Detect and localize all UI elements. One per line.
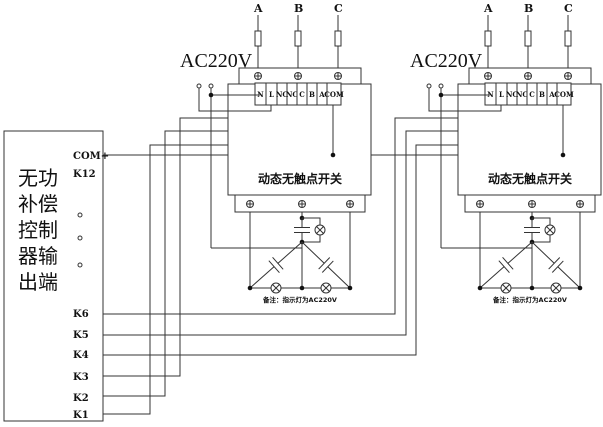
- n-wire: [198, 88, 272, 112]
- terminal-k3-label: K3: [73, 372, 89, 383]
- capacitor-icon: [524, 218, 540, 242]
- control-terminal-label: N: [257, 90, 264, 99]
- capacitor-icon: [531, 241, 581, 289]
- terminal-k1-label: K1: [73, 410, 89, 421]
- controller-box: [3, 130, 104, 422]
- indicator-lamp-icon: [270, 282, 282, 294]
- fuse-icon: [254, 30, 262, 47]
- ellipsis-dot: [77, 212, 83, 218]
- capacitor-icon: [249, 241, 303, 289]
- terminal-k2-label: K2: [73, 393, 89, 404]
- fuse-icon: [484, 30, 492, 47]
- terminal-screw-icon: [334, 72, 342, 80]
- fuse-icon: [334, 30, 342, 47]
- controller: 无功 补偿 控制 器输 出端 COM+ K12 K6 K5 K4 K3 K2 K…: [3, 130, 109, 422]
- ellipsis-dot: [77, 235, 83, 241]
- terminal-screw-icon: [576, 200, 584, 208]
- control-terminal-label: L: [269, 90, 274, 99]
- capacitor-icon: [479, 241, 533, 289]
- capacitor-icon: [294, 218, 310, 242]
- phase-label: B: [294, 2, 303, 15]
- controller-title-line-3: 控制: [18, 218, 58, 242]
- fuse-icon: [564, 30, 572, 47]
- phase-label: A: [253, 2, 263, 15]
- phase-label: A: [483, 2, 493, 15]
- capacitor-icon: [301, 241, 351, 289]
- indicator-lamp-icon: [320, 282, 332, 294]
- phase-label: C: [564, 2, 573, 15]
- control-terminal-cell: [326, 82, 342, 106]
- terminal-screw-icon: [254, 72, 262, 80]
- supply-terminal-n: [196, 83, 202, 89]
- n-wire: [428, 88, 502, 112]
- control-terminal-label: A: [318, 90, 325, 99]
- junction-dot: [330, 152, 336, 158]
- module-name: 动态无触点开关: [488, 171, 572, 186]
- terminal-k5-label: K5: [73, 330, 89, 341]
- supply-terminal-l: [208, 83, 214, 89]
- terminal-screw-icon: [484, 72, 492, 80]
- junction-dot: [247, 285, 253, 291]
- control-terminal-label: A: [548, 90, 555, 99]
- indicator-lamp-icon: [314, 224, 326, 236]
- module-note: 备注：指示灯为AC220V: [262, 295, 337, 304]
- junction-dot: [560, 152, 566, 158]
- ellipsis-dot: [77, 262, 83, 268]
- control-terminal-label: COM: [324, 90, 344, 99]
- control-terminal-label: B: [539, 90, 545, 99]
- control-terminal-label: NC: [286, 90, 298, 99]
- terminal-screw-icon: [346, 200, 354, 208]
- indicator-lamp-icon: [500, 282, 512, 294]
- junction-dot: [347, 285, 353, 291]
- module-note: 备注：指示灯为AC220V: [492, 295, 567, 304]
- terminal-k6-label: K6: [73, 309, 89, 320]
- junction-dot: [208, 92, 214, 98]
- indicator-lamp-icon: [544, 224, 556, 236]
- terminal-screw-icon: [294, 72, 302, 80]
- supply-terminal-l: [438, 83, 444, 89]
- module-name: 动态无触点开关: [258, 171, 342, 186]
- terminal-screw-icon: [476, 200, 484, 208]
- control-terminal-cell: [556, 82, 572, 106]
- fuse-icon: [294, 30, 302, 47]
- junction-dot: [529, 285, 535, 291]
- terminal-screw-icon: [524, 72, 532, 80]
- junction-dot: [299, 285, 305, 291]
- indicator-lamp-icon: [550, 282, 562, 294]
- terminal-com-label: COM+: [73, 151, 109, 162]
- supply-terminal-n: [426, 83, 432, 89]
- controller-title-line-2: 补偿: [18, 192, 58, 216]
- control-terminal-label: C: [529, 90, 535, 99]
- phase-label: C: [334, 2, 343, 15]
- control-terminal-label: NC: [516, 90, 528, 99]
- supply-voltage-label: AC220V: [180, 50, 253, 72]
- junction-dot: [438, 92, 444, 98]
- controller-title-line-1: 无功: [18, 166, 58, 190]
- terminal-screw-icon: [528, 200, 536, 208]
- terminal-screw-icon: [298, 200, 306, 208]
- terminal-k12-label: K12: [73, 169, 96, 180]
- junction-dot: [577, 285, 583, 291]
- controller-title-line-4: 器输: [18, 244, 58, 268]
- control-terminal-label: B: [309, 90, 315, 99]
- fuse-icon: [524, 30, 532, 47]
- terminal-screw-icon: [246, 200, 254, 208]
- phase-label: B: [524, 2, 533, 15]
- control-terminal-label: C: [299, 90, 305, 99]
- control-terminal-label: L: [499, 90, 504, 99]
- control-terminal-label: NC: [506, 90, 518, 99]
- control-terminal-label: NC: [276, 90, 288, 99]
- supply-voltage-label: AC220V: [410, 50, 483, 72]
- terminal-screw-icon: [564, 72, 572, 80]
- controller-title-line-5: 出端: [18, 270, 58, 294]
- control-terminal-label: N: [487, 90, 494, 99]
- control-terminal-label: COM: [554, 90, 574, 99]
- terminal-k4-label: K4: [73, 350, 89, 361]
- junction-dot: [477, 285, 483, 291]
